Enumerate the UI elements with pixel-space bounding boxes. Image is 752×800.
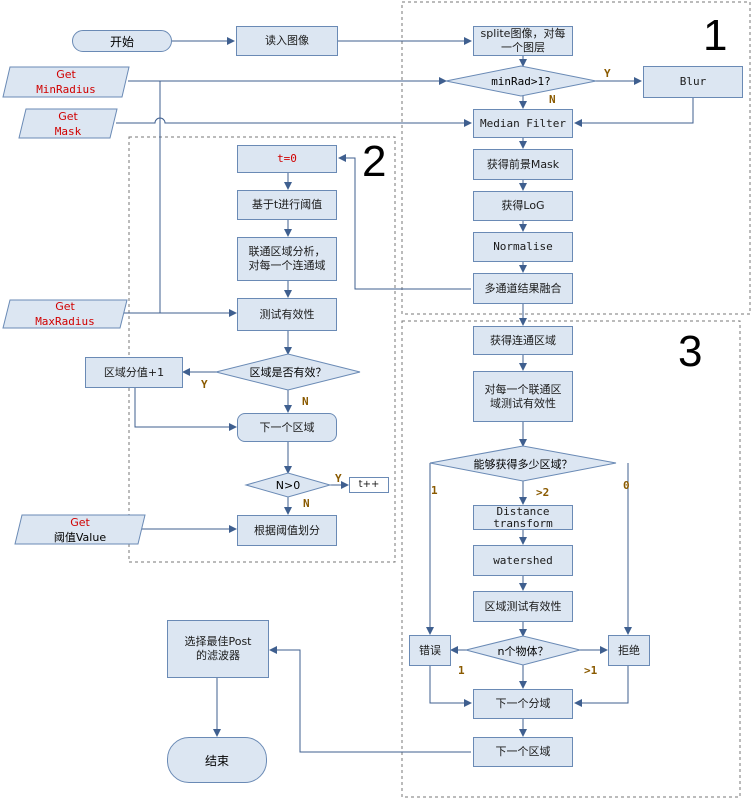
n-gt-0-diamond-shape [244,472,332,498]
minradius-name: MinRadius [36,83,96,96]
how-many-diamond: 能够获得多少区域？ [430,446,616,481]
mask-input: Get Mask [18,108,118,139]
branch-label-gt2: >2 [536,486,550,499]
minrad-question: minRad>1? [491,74,551,88]
minrad-no-label: N [549,93,556,106]
end-terminal: 结束 [167,737,267,783]
get-connected-box: 获得连通区域 [473,326,573,355]
start-label: 开始 [109,34,134,49]
minradius-input: Get MinRadius [2,66,130,98]
split-box: splite图像，对每 一个图层 [473,26,573,56]
n-objects-label-gt1: >1 [584,664,598,677]
select-post-filter-box: 选择最佳Post 的滤波器 [167,620,269,678]
region-valid-diamond: 区域是否有效？ [216,354,360,390]
region-score-box: 区域分值+1 [85,357,183,388]
region-test-box: 区域测试有效性 [473,591,573,622]
n-gt-0-question: N>0 [275,478,301,492]
n-gt-0-no-label: N [303,497,310,510]
minrad-diamond: minRad>1? [446,66,596,96]
maxradius-name: MaxRadius [35,315,95,328]
n-gt-0-yes-label: Y [335,472,342,485]
minrad-diamond-shape [445,65,597,97]
next-region-box-3: 下一个区域 [473,737,573,767]
n-objects-label-1: 1 [458,664,465,677]
how-many-question: 能够获得多少区域？ [473,457,573,471]
watershed-box: watershed [473,545,573,576]
mask-get: Get [58,109,78,123]
maxradius-get: Get [55,300,75,313]
region-valid-diamond-shape [215,353,361,391]
distance-transform-box: Distance transform [473,505,573,530]
test-validity-box: 测试有效性 [237,298,337,331]
how-many-diamond-shape [429,445,617,482]
blur-box: Blur [643,66,743,98]
section-2-border [128,136,396,563]
minradius-input-shape [2,66,130,98]
read-image-box: 读入图像 [236,26,338,56]
t-zero-box: t=0 [237,145,337,173]
maxradius-input-shape [2,299,128,329]
mask-input-shape [18,108,118,139]
section-3-border [401,320,741,798]
section-1-border [401,1,751,315]
normalise-box: Normalise [473,232,573,262]
region-valid-yes-label: Y [201,378,208,391]
median-filter-box: Median Filter [473,109,573,138]
test-each-region-box: 对每一个联通区 域测试有效性 [473,371,573,422]
threshold-get: Get [70,515,90,529]
n-objects-diamond: n个物体？ [466,636,580,665]
minradius-get: Get [56,68,76,81]
threshold-input-shape [14,514,146,545]
region-number-1: 1 [703,11,728,60]
t-increment-box: t++ [349,477,389,493]
next-region-box-2: 下一个区域 [237,413,337,442]
threshold-input: Get 阈值Value [14,514,146,545]
reject-box: 拒绝 [608,635,650,666]
branch-label-0: 0 [623,479,630,492]
error-box: 错误 [409,635,451,666]
foreground-mask-box: 获得前景Mask [473,149,573,180]
n-objects-question: n个物体？ [497,644,549,658]
merge-box: 多通道结果融合 [473,273,573,304]
region-number-3: 3 [678,327,703,376]
threshold-name: 阈值Value [53,530,107,544]
next-subregion-box: 下一个分域 [473,689,573,719]
end-label: 结束 [204,753,229,768]
n-objects-diamond-shape [465,635,581,666]
region-valid-no-label: N [302,395,309,408]
connected-analysis-box: 联通区域分析， 对每一个连通域 [237,237,337,281]
log-box: 获得LoG [473,191,573,221]
maxradius-input: Get MaxRadius [2,299,128,329]
branch-label-1: 1 [431,484,438,497]
threshold-t-box: 基于t进行阈值 [237,190,337,220]
region-valid-question: 区域是否有效？ [249,366,327,379]
region-number-2: 2 [362,137,387,186]
mask-name: Mask [54,124,82,138]
partition-box: 根据阈值划分 [237,515,337,546]
minrad-yes-label: Y [604,67,611,80]
start-terminal: 开始 [72,30,172,52]
n-gt-0-diamond: N>0 [246,473,330,497]
